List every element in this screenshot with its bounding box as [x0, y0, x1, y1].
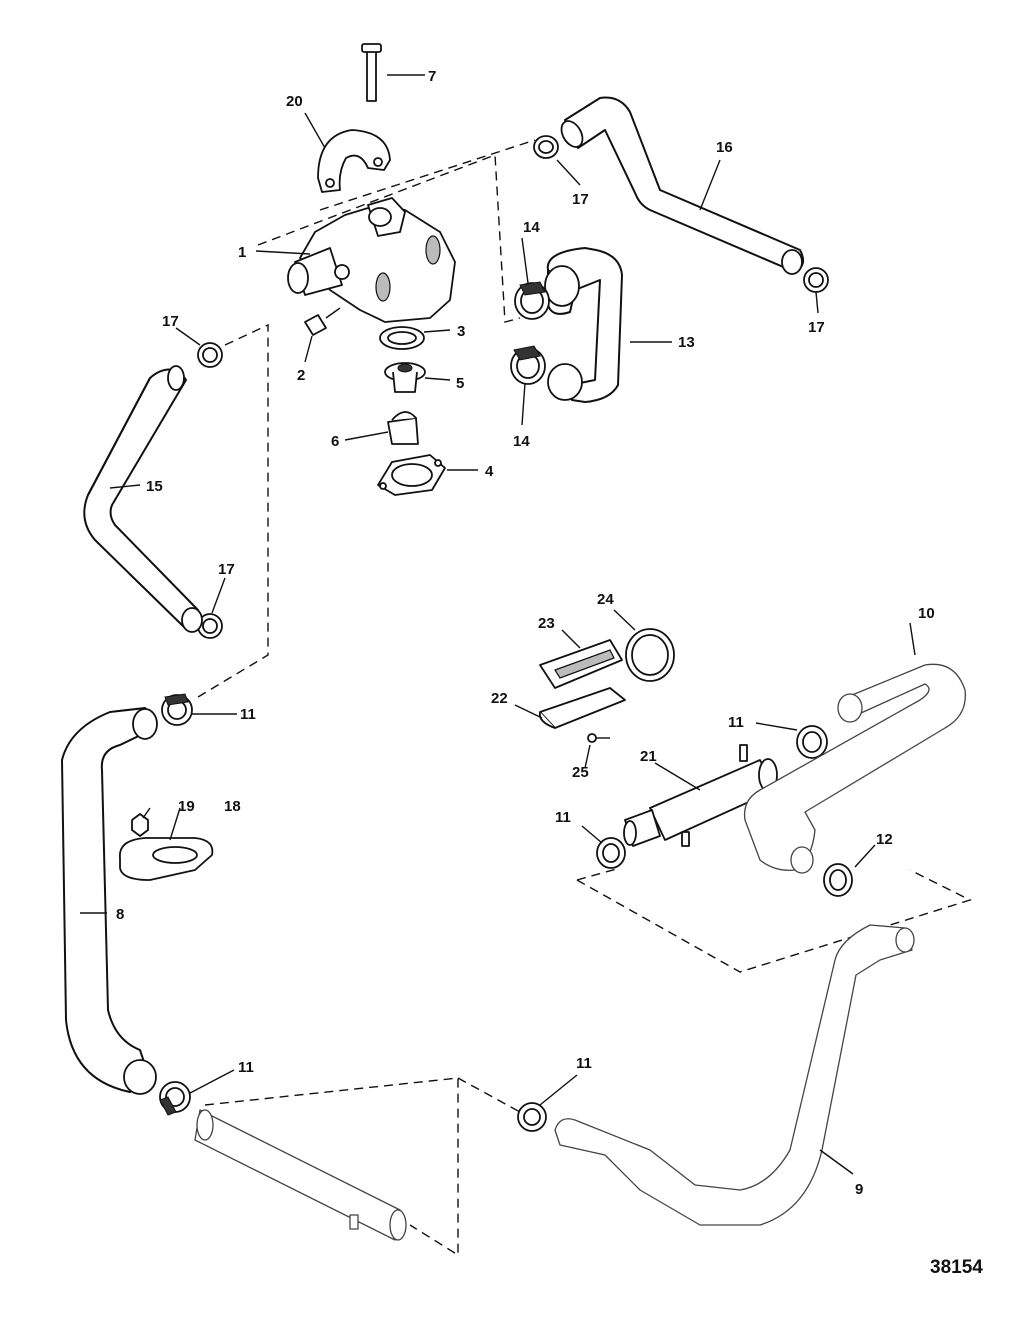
leader-lines — [80, 74, 916, 1175]
thermostat-housing-part-1 — [287, 197, 456, 323]
callout-5: 5 — [456, 375, 464, 392]
callout-24: 24 — [597, 591, 614, 608]
callout-11-left-upper: 11 — [240, 706, 256, 723]
hose-part-13 — [544, 247, 623, 403]
callout-17-right: 17 — [808, 319, 825, 336]
callout-12: 12 — [876, 831, 893, 848]
callout-17-left-lower: 17 — [218, 561, 235, 578]
callout-17-top: 17 — [572, 191, 589, 208]
clamp-part-17-top — [533, 135, 559, 159]
callout-20: 20 — [286, 93, 303, 110]
clamp-part-14-upper — [514, 281, 550, 320]
callout-25: 25 — [572, 764, 589, 781]
callout-23: 23 — [538, 615, 555, 632]
callout-11-left-lower: 11 — [238, 1059, 254, 1076]
hose-part-10 — [743, 663, 966, 874]
clamp-part-11-right-upper — [796, 725, 828, 759]
screw-part-25 — [587, 733, 610, 743]
bracket-part-20 — [317, 129, 391, 193]
callout-14-upper: 14 — [523, 219, 540, 236]
callout-15: 15 — [146, 478, 163, 495]
cover-part-23 — [539, 639, 623, 689]
callout-13: 13 — [678, 334, 695, 351]
callout-3: 3 — [457, 323, 465, 340]
callout-19: 19 — [178, 798, 195, 815]
callout-4: 4 — [485, 463, 494, 480]
clamp-part-17-left-lower — [197, 613, 223, 639]
cover-part-22 — [538, 687, 626, 729]
callout-17-left-upper: 17 — [162, 313, 179, 330]
callout-labels: 7 20 1 2 3 5 6 4 13 14 14 17 16 17 17 15… — [116, 68, 935, 1198]
clamp-part-17-left-upper — [197, 342, 223, 368]
clamp-part-11-left-upper — [161, 693, 193, 726]
cooler-part-21 — [623, 744, 778, 847]
clamp-part-12 — [823, 863, 853, 897]
gasket-plate-part-4 — [377, 454, 446, 496]
clamp-part-17-right — [803, 267, 829, 293]
sleeve-part-6 — [387, 411, 419, 445]
nut-part-19 — [131, 813, 149, 837]
callout-16: 16 — [716, 139, 733, 156]
plug-part-2 — [304, 307, 341, 336]
callout-6: 6 — [331, 433, 339, 450]
callout-18: 18 — [224, 798, 241, 815]
clamp-part-11-middle — [596, 837, 626, 869]
callout-14-lower: 14 — [513, 433, 530, 450]
bolt-part-7 — [361, 43, 382, 102]
lower-tube — [194, 1109, 407, 1241]
callout-7: 7 — [428, 68, 436, 85]
hose-part-8 — [61, 707, 158, 1095]
clamp-part-14-lower — [510, 345, 546, 385]
clamp-part-11-left-lower — [159, 1081, 191, 1116]
callout-2: 2 — [297, 367, 305, 384]
callout-9: 9 — [855, 1181, 863, 1198]
clip-part-18 — [119, 837, 214, 881]
callout-10: 10 — [918, 605, 935, 622]
drawing-number: 38154 — [930, 1257, 983, 1278]
clamp-part-11-bottom — [517, 1102, 547, 1132]
gasket-part-3 — [379, 326, 425, 350]
callout-11-middle: 11 — [555, 809, 571, 826]
callout-11-right-upper: 11 — [728, 714, 744, 731]
callout-21: 21 — [640, 748, 657, 765]
callout-8: 8 — [116, 906, 124, 923]
callout-1: 1 — [238, 244, 246, 261]
callout-11-bottom: 11 — [576, 1055, 592, 1072]
clamp-part-24 — [625, 628, 675, 682]
hose-part-15 — [83, 365, 203, 633]
hose-part-16 — [560, 96, 805, 275]
thermostat-part-5 — [384, 362, 426, 393]
hose-part-9 — [554, 924, 915, 1226]
callout-22: 22 — [491, 690, 508, 707]
